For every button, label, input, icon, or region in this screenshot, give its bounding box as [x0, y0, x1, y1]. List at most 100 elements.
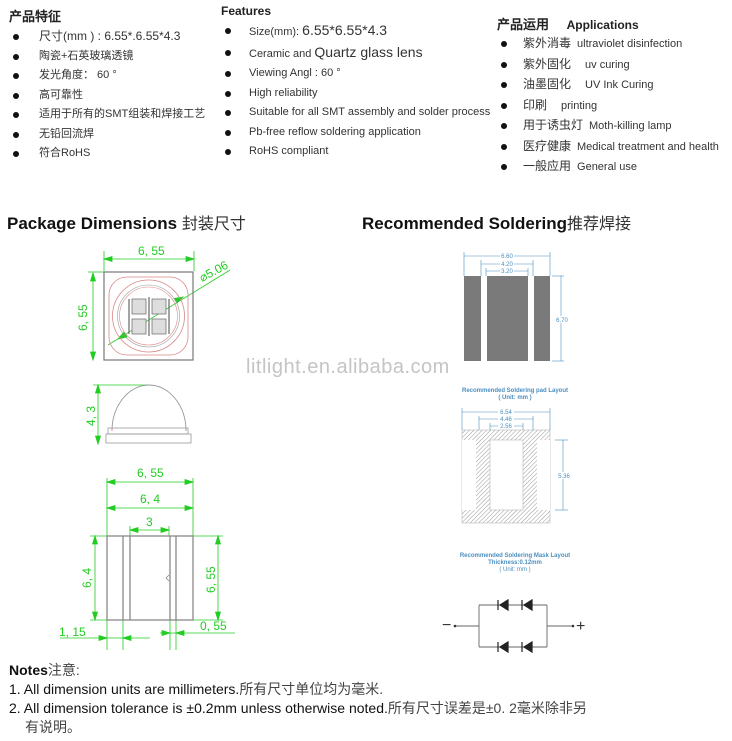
watermark: litlight.en.alibaba.com — [246, 356, 450, 378]
feature-text: Ceramic and — [249, 47, 315, 60]
list-item: Size(mm): 6.55*6.55*4.3 — [221, 21, 490, 43]
feature-text: High reliability — [249, 86, 318, 99]
list-item: Ceramic and Quartz glass lens — [221, 43, 490, 65]
package-title-cn: 封装尺寸 — [181, 216, 246, 233]
feature-text: Size(mm): — [249, 26, 303, 38]
pad-dim-1: 6.54 — [500, 410, 512, 416]
note-cn: 所有尺寸单位均为毫米. — [239, 681, 384, 697]
list-item: 陶瓷+石英玻璃透镜 — [9, 47, 205, 67]
list-item: RoHS compliant — [221, 142, 490, 162]
mask-unit: ( Unit: mm ) — [499, 567, 531, 573]
circuit-diagram: − + — [442, 598, 585, 654]
list-item: 符合RoHS — [9, 144, 205, 164]
mask-thickness: Thickness:0.12mm — [488, 560, 542, 566]
app-cn: 紫外固化 — [523, 56, 572, 71]
app-en: Medical treatment and health — [577, 140, 719, 153]
top-width-label: 6, 55 — [138, 244, 165, 258]
list-item: 医疗健康 Medical treatment and health — [497, 137, 719, 158]
list-item: Viewing Angl : 60 ° — [221, 64, 490, 84]
app-en: General use — [577, 161, 637, 173]
soldering-title-cn: 推荐焊接 — [566, 216, 631, 233]
features-en-list: Size(mm): 6.55*6.55*4.3 Ceramic and Quar… — [221, 21, 490, 162]
list-item: 油墨固化 UV Ink Curing — [497, 75, 719, 96]
list-item: 一般应用 General use — [497, 157, 719, 178]
pad-layout-title-text: Recommended Soldering pad Layout — [461, 388, 568, 394]
app-cn: 用于诱虫灯 — [523, 118, 584, 132]
package-bottom-view-drawing: 6, 55 6, 4 3 6, 4 6, 55 1, 15 0, 55 — [59, 466, 235, 650]
list-item: 高可靠性 — [9, 86, 205, 106]
mask-layout-title: Recommended Soldering Mask Layout Thickn… — [430, 553, 600, 574]
bottom-outer-width-label: 6, 55 — [137, 466, 164, 480]
note-item: 2. All dimension tolerance is ±0.2mm unl… — [9, 699, 587, 718]
list-item: 发光角度： 60 ° — [9, 66, 205, 86]
features-cn-list: 尺寸(mm ) : 6.55*.6.55*4.3 陶瓷+石英玻璃透镜 发光角度：… — [9, 27, 205, 164]
note-en: 1. All dimension units are millimeters. — [9, 681, 240, 697]
app-cn: 医疗健康 — [523, 138, 572, 153]
gap-label: 0, 55 — [200, 619, 227, 633]
plus-terminal: + — [576, 618, 585, 635]
features-en-section: Features Size(mm): 6.55*6.55*4.3 Ceramic… — [221, 4, 490, 162]
feature-text: Pb-free reflow soldering application — [249, 125, 421, 138]
notes-title-cn: 注意: — [47, 662, 80, 678]
minus-terminal: − — [442, 617, 451, 634]
note-en: 2. All dimension tolerance is ±0.2mm unl… — [9, 700, 388, 716]
soldering-title-en: Recommended Soldering — [362, 214, 567, 233]
list-item: Suitable for all SMT assembly and solder… — [221, 103, 490, 123]
package-dimensions-title: Package Dimensions 封装尺寸 — [7, 210, 246, 234]
recommended-soldering-title: Recommended Soldering推荐焊接 — [362, 210, 631, 234]
pad-dim-2: 4.46 — [500, 417, 512, 423]
package-top-view-drawing: 6, 55 6, 55 ⌀5.06 — [76, 244, 231, 362]
applications-title: 产品运用 Applications — [497, 14, 719, 33]
app-en: UV Ink Curing — [585, 79, 654, 91]
notes-section: Notes注意: 1. All dimension units are mill… — [9, 661, 587, 737]
pad-dim-3: 2.56 — [500, 424, 512, 430]
features-en-title: Features — [221, 4, 272, 18]
app-cn: 印刷 — [523, 97, 548, 112]
footprint-dim-2: 4.20 — [501, 262, 513, 268]
bottom-right-height-label: 6, 55 — [204, 566, 218, 593]
package-side-view-drawing: 4, 3 — [84, 383, 192, 446]
list-item: 印刷 printing — [497, 96, 719, 117]
left-pad-label: 1, 15 — [59, 625, 86, 639]
list-item: 用于诱虫灯 Moth-killing lamp — [497, 116, 719, 137]
notes-title-en: Notes — [9, 662, 48, 678]
feature-text: Viewing Angl : 60 ° — [249, 67, 341, 79]
list-item: 尺寸(mm ) : 6.55*.6.55*4.3 — [9, 27, 205, 47]
list-item: 无铅回流焊 — [9, 125, 205, 145]
mask-layout-title-text: Recommended Soldering Mask Layout — [459, 553, 571, 559]
pad-height: 5.36 — [558, 474, 570, 480]
applications-title-cn: 产品运用 — [497, 17, 550, 32]
pad-layout-unit: ( Unit: mm ) — [498, 395, 532, 401]
feature-text-large: 6.55*6.55*4.3 — [302, 22, 388, 38]
pad-layout-drawing: 6.54 4.46 2.56 5.36 — [461, 408, 572, 524]
app-en: ultraviolet disinfection — [577, 38, 683, 50]
top-height-label: 6, 55 — [76, 304, 90, 331]
bottom-center-label: 3 — [146, 515, 153, 529]
feature-text: RoHS compliant — [249, 145, 329, 157]
app-en: uv curing — [585, 58, 630, 71]
bottom-left-height-label: 6, 4 — [80, 568, 94, 588]
footprint-drawing: 6.60 4.20 3.20 6.70 — [463, 252, 570, 362]
list-item: Pb-free reflow soldering application — [221, 123, 490, 143]
app-cn: 油墨固化 — [523, 77, 572, 91]
notes-title: Notes注意: — [9, 661, 587, 680]
app-cn: 一般应用 — [523, 159, 572, 173]
app-en: Moth-killing lamp — [589, 120, 672, 132]
features-cn-section: 产品特征 尺寸(mm ) : 6.55*.6.55*4.3 陶瓷+石英玻璃透镜 … — [9, 6, 205, 164]
bottom-inner-width-label: 6, 4 — [140, 492, 160, 506]
list-item: High reliability — [221, 84, 490, 104]
list-item: 适用于所有的SMT组装和焊接工艺 — [9, 105, 205, 125]
side-height-label: 4, 3 — [84, 406, 98, 426]
note-cn: 所有尺寸误差是±0. 2毫米除非另 — [387, 700, 587, 716]
note-continuation: 有说明。 — [25, 719, 81, 735]
package-title-en: Package Dimensions — [7, 214, 182, 233]
feature-text: Suitable for all SMT assembly and solder… — [249, 106, 491, 118]
pad-layout-title: Recommended Soldering pad Layout ( Unit:… — [440, 388, 590, 402]
footprint-dim-3: 3.20 — [501, 269, 513, 275]
diameter-label: ⌀5.06 — [197, 258, 231, 285]
features-cn-title: 产品特征 — [9, 9, 62, 24]
app-en: printing — [561, 99, 598, 112]
